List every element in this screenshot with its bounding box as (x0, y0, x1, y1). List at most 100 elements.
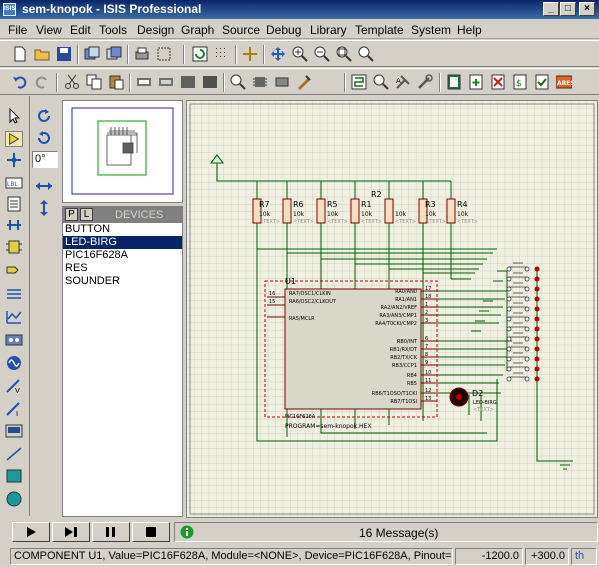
copy-icon[interactable] (86, 74, 102, 90)
grid-toggle-icon[interactable] (214, 46, 230, 62)
menu-graph[interactable]: Graph (181, 23, 215, 37)
menu-help[interactable]: Help (457, 23, 482, 37)
bus-icon[interactable] (5, 217, 23, 233)
pause-button[interactable] (92, 522, 130, 542)
menu-view[interactable]: View (36, 23, 62, 37)
new-file-icon[interactable] (12, 46, 28, 62)
refresh-icon[interactable] (192, 46, 208, 62)
menu-template[interactable]: Template (355, 23, 404, 37)
terminals-icon[interactable] (5, 263, 23, 279)
text-script-icon[interactable] (5, 196, 23, 212)
menu-system[interactable]: System (411, 23, 452, 37)
generator-icon[interactable] (5, 355, 23, 371)
resistor-r6-ref[interactable]: R6 (293, 200, 304, 209)
redo-icon[interactable] (34, 74, 50, 90)
origin-icon[interactable] (242, 46, 258, 62)
open-folder-icon[interactable] (34, 46, 50, 62)
zoom-in-icon[interactable] (292, 46, 308, 62)
menu-library[interactable]: Library (310, 23, 347, 37)
cut-icon[interactable] (64, 74, 80, 90)
device-item-sounder[interactable]: SOUNDER (65, 275, 121, 287)
package-tool-icon[interactable] (274, 74, 290, 90)
message-panel[interactable]: 16 Message(s) (174, 522, 598, 542)
overview-window[interactable] (62, 100, 183, 203)
print-icon[interactable] (134, 46, 150, 62)
mirror-horizontal-icon[interactable] (35, 178, 53, 194)
property-tool-icon[interactable]: A (395, 74, 411, 90)
pick-device-icon[interactable] (230, 74, 246, 90)
rotate-clockwise-icon[interactable] (35, 108, 53, 124)
subcircuit-icon[interactable] (5, 239, 23, 255)
library-manager-button[interactable]: L (80, 208, 93, 221)
resistor-r5-ref[interactable]: R5 (327, 200, 338, 209)
device-item-pic16f628a[interactable]: PIC16F628A (65, 249, 128, 261)
block-move-icon[interactable] (158, 74, 174, 90)
box-draw-icon[interactable] (5, 468, 23, 484)
menu-file[interactable]: File (8, 23, 28, 37)
make-device-icon[interactable] (252, 74, 268, 90)
component-mode-icon[interactable] (5, 131, 23, 147)
close-button[interactable]: × (579, 2, 595, 16)
zoom-area-icon[interactable] (358, 46, 374, 62)
minimize-button[interactable]: _ (543, 2, 559, 16)
mirror-vertical-icon[interactable] (35, 200, 53, 216)
electrical-check-icon[interactable] (534, 74, 550, 90)
resistor-r4-ref[interactable]: R4 (457, 200, 468, 209)
resistor-r1-ref[interactable]: R1 (361, 200, 372, 209)
wire-label-icon[interactable]: LBL (5, 175, 23, 191)
new-sheet-icon[interactable] (468, 74, 484, 90)
block-copy-icon[interactable] (136, 74, 152, 90)
play-button[interactable] (12, 522, 50, 542)
rotation-angle-field[interactable]: 0° (32, 151, 58, 168)
status-unit[interactable]: th (571, 548, 597, 565)
circle-draw-icon[interactable] (5, 491, 23, 507)
device-item-led-birg[interactable]: LED-BIRG (63, 236, 182, 249)
rotate-anticlockwise-icon[interactable] (35, 130, 53, 146)
menu-edit[interactable]: Edit (70, 23, 91, 37)
resistor-r7-ref[interactable]: R7 (259, 200, 270, 209)
resistor-r3-ref[interactable]: R3 (425, 200, 436, 209)
block-rotate-icon[interactable] (180, 74, 196, 90)
virtual-instrument-icon[interactable] (5, 423, 23, 439)
maximize-button[interactable]: □ (560, 2, 576, 16)
pick-devices-button[interactable]: P (65, 208, 78, 221)
junction-dot-icon[interactable] (5, 152, 23, 168)
selection-mode-icon[interactable] (5, 108, 23, 124)
import-icon[interactable] (84, 46, 100, 62)
zoom-all-icon[interactable] (336, 46, 352, 62)
block-delete-icon[interactable] (202, 74, 218, 90)
undo-icon[interactable] (12, 74, 28, 90)
menu-tools[interactable]: Tools (99, 23, 128, 37)
remove-sheet-icon[interactable] (490, 74, 506, 90)
export-icon[interactable] (106, 46, 122, 62)
search-tag-icon[interactable] (373, 74, 389, 90)
line-draw-icon[interactable] (5, 446, 23, 462)
menu-debug[interactable]: Debug (266, 23, 302, 37)
menu-source[interactable]: Source (222, 23, 261, 37)
tape-recorder-icon[interactable] (5, 332, 23, 348)
print-area-icon[interactable] (156, 46, 172, 62)
pan-icon[interactable] (270, 46, 286, 62)
device-item-button[interactable]: BUTTON (65, 223, 111, 235)
save-icon[interactable] (56, 46, 72, 62)
current-probe-icon[interactable]: I (5, 401, 23, 417)
stop-button[interactable] (132, 522, 170, 542)
schematic-canvas[interactable]: R7 R6 R5 R1 R2 R3 R4 10k 10k 10k 10k 10k… (186, 100, 598, 518)
graph-mode-icon[interactable] (5, 309, 23, 325)
paste-icon[interactable] (108, 74, 124, 90)
wire-autorouter-icon[interactable] (351, 74, 367, 90)
voltage-probe-icon[interactable]: V (5, 378, 23, 394)
resistor-r2-ref[interactable]: R2 (371, 190, 382, 199)
mcu-pin-3-name: RA4/T0CKI/CMP2 (375, 321, 417, 327)
decompose-icon[interactable] (296, 74, 312, 90)
tools-icon[interactable] (417, 74, 433, 90)
device-pins-icon[interactable] (5, 286, 23, 302)
menu-design[interactable]: Design (137, 23, 175, 37)
bill-of-materials-icon[interactable]: $ (512, 74, 528, 90)
netlist-icon[interactable] (446, 74, 462, 90)
step-button[interactable] (52, 522, 90, 542)
zoom-out-icon[interactable] (314, 46, 330, 62)
device-item-res[interactable]: RES (65, 262, 88, 274)
mcu-body[interactable] (284, 288, 422, 410)
